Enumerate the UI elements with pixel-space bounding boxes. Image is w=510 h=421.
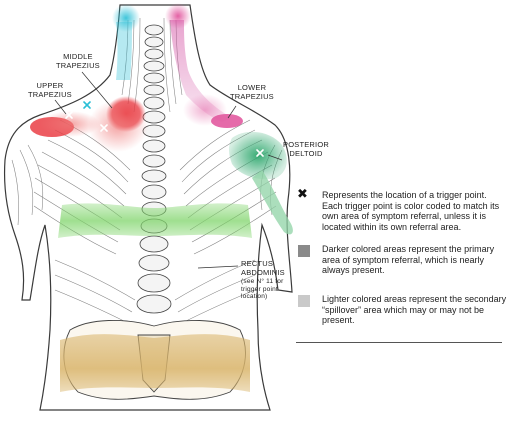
label-lower-trapezius: LOWER TRAPEZIUS	[230, 83, 274, 101]
referral-zones	[30, 3, 293, 392]
green-spillover-arm	[252, 170, 293, 235]
cyan-referral-head	[112, 4, 140, 32]
dark-swatch-icon	[298, 245, 310, 257]
trigger-point-mark-lower-trapezius	[166, 180, 174, 188]
legend-divider	[296, 342, 502, 343]
trigger-point-x-icon: ✖	[297, 187, 308, 202]
label-middle-trapezius: MIDDLE TRAPEZIUS	[56, 52, 100, 70]
legend-text-lighter-areas: Lighter colored areas represent the seco…	[322, 294, 507, 325]
label-leader-lines	[54, 71, 283, 269]
label-rectus-note: (see N° 11 for trigger point location)	[241, 278, 284, 300]
trigger-point-marks	[65, 101, 264, 188]
trigger-point-mark-cyan	[83, 101, 91, 109]
label-posterior-deltoid: POSTERIOR DELTOID	[283, 140, 329, 158]
trigger-point-mark-middle-trapezius	[100, 124, 108, 132]
red-spillover-middle-trapezius	[88, 100, 148, 152]
lime-referral-mid-back	[58, 203, 252, 238]
light-swatch-icon	[298, 295, 310, 307]
magenta-spillover-lower-trapezius	[183, 94, 227, 126]
trigger-point-mark-upper-trapezius	[65, 111, 73, 119]
legend-text-trigger-point: Represents the location of a trigger poi…	[322, 190, 500, 232]
cyan-referral-neck	[116, 22, 132, 80]
trigger-point-mark-posterior-deltoid	[256, 149, 264, 157]
legend-text-darker-areas: Darker colored areas represent the prima…	[322, 244, 495, 275]
red-spillover-upper-trapezius	[40, 111, 100, 137]
tan-referral-pelvis	[60, 334, 250, 392]
label-rectus-abdominis: RECTUS ABDOMINIS	[241, 259, 285, 277]
label-upper-trapezius: UPPER TRAPEZIUS	[28, 81, 72, 99]
